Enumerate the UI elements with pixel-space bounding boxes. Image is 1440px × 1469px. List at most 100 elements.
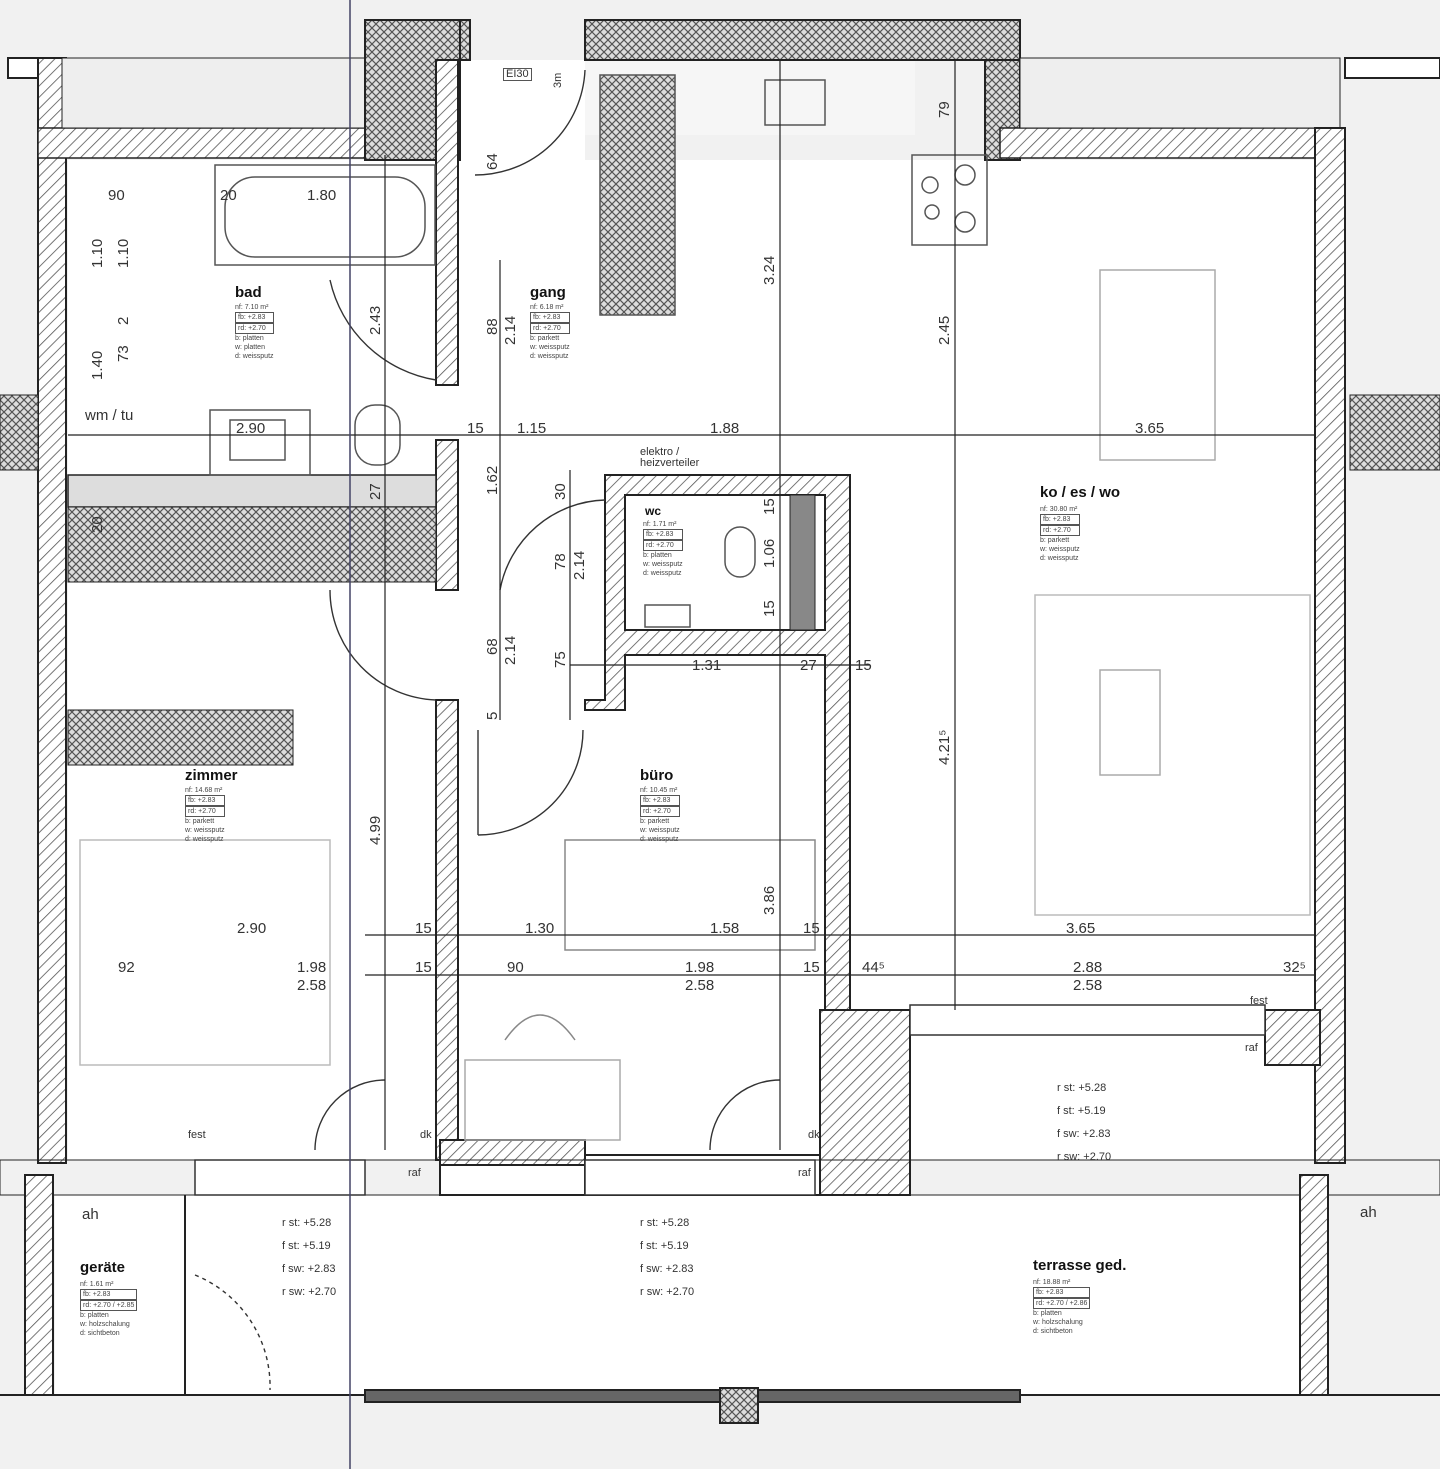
room-level: fb: +2.83 xyxy=(640,795,680,806)
dimension: 1.06 xyxy=(761,538,778,568)
room-area: nf: 14.68 m² xyxy=(185,787,223,794)
room-name-bad: bad xyxy=(235,284,262,301)
room-ceiling: d: weissputz xyxy=(185,836,224,843)
dimension: 44⁵ xyxy=(862,959,885,976)
room-wall: w: weissputz xyxy=(530,344,570,351)
room-level: rd: +2.70 xyxy=(530,323,570,334)
raf-label: raf xyxy=(408,1167,421,1179)
room-ceiling: d: sichtbeton xyxy=(80,1330,120,1337)
room-area: nf: 1.61 m² xyxy=(80,1281,114,1288)
dimension: 1.62 xyxy=(484,465,501,495)
terrace-floor xyxy=(185,1195,1300,1395)
room-level: rd: +2.70 xyxy=(235,323,274,334)
room-floor: b: platten xyxy=(1033,1310,1062,1317)
walls xyxy=(0,19,1440,1424)
dimension: 1.10 xyxy=(115,238,132,268)
level-r-st: r st: +5.28 xyxy=(640,1217,690,1229)
dimension: 2.88 xyxy=(1073,959,1103,976)
dimension: 32⁵ xyxy=(1283,959,1306,976)
dimension: 2.45 xyxy=(936,315,953,345)
room-ceiling: d: weissputz xyxy=(643,570,682,577)
dimension: 1.98 xyxy=(685,959,715,976)
ah-label: ah xyxy=(82,1206,99,1223)
room-name-wc: wc xyxy=(645,504,662,518)
dimension: 90 xyxy=(507,959,524,976)
dimension: 2.14 xyxy=(502,315,519,345)
room-area: nf: 18.88 m² xyxy=(1033,1279,1071,1286)
room-wall: w: weissputz xyxy=(185,827,225,834)
raf-label: raf xyxy=(1245,1042,1258,1054)
room-level: fb: +2.83 xyxy=(530,312,570,323)
dimension: 4.21⁵ xyxy=(936,729,953,765)
room-level: fb: +2.83 xyxy=(80,1289,138,1300)
dimension: 2.90 xyxy=(237,920,267,937)
dimension: 15 xyxy=(803,920,820,937)
dimension: 1.10 xyxy=(89,238,106,268)
dimension: 15 xyxy=(855,657,872,674)
room-wall: w: weissputz xyxy=(1040,546,1080,553)
level-f-sw: f sw: +2.83 xyxy=(1057,1128,1111,1140)
level-f-st: f st: +5.19 xyxy=(1057,1105,1106,1117)
room-level: fb: +2.83 xyxy=(235,312,274,323)
room-level: rd: +2.70 xyxy=(185,806,225,817)
room-level: rd: +2.70 / +2.85 xyxy=(80,1300,138,1311)
furniture xyxy=(79,74,1311,1141)
dimension: 2 xyxy=(115,316,132,325)
level-r-sw: r sw: +2.70 xyxy=(1057,1151,1112,1163)
room-floor: b: parkett xyxy=(530,335,560,342)
room-wall: w: holzschalung xyxy=(1033,1319,1083,1326)
mark-3m: 3m xyxy=(552,72,564,88)
dimension: 1.80 xyxy=(307,187,337,204)
room-ceiling: d: sichtbeton xyxy=(1033,1328,1073,1335)
level-r-sw: r sw: +2.70 xyxy=(282,1286,337,1298)
room-ceiling: d: weissputz xyxy=(1040,555,1079,562)
dimension: 5 xyxy=(484,711,501,720)
room-name-zimmer: zimmer xyxy=(185,767,238,784)
dimension: 15 xyxy=(761,498,778,515)
level-f-st: f st: +5.19 xyxy=(640,1240,689,1252)
room-level: rd: +2.70 xyxy=(643,540,683,551)
room-floor: b: parkett xyxy=(1040,537,1070,544)
room-area: nf: 10.45 m² xyxy=(640,787,678,794)
room-wall: w: weissputz xyxy=(643,561,683,568)
room-name-wmtu: wm / tu xyxy=(85,407,134,424)
dimension-lines xyxy=(68,0,1315,1469)
dimension: 15 xyxy=(803,959,820,976)
room-floor: b: parkett xyxy=(640,818,670,825)
dimension: 90 xyxy=(108,187,125,204)
dimension: 1.98 xyxy=(297,959,327,976)
room-ceiling: d: weissputz xyxy=(235,353,274,360)
room-wall: w: holzschalung xyxy=(80,1321,130,1328)
dimension: 79 xyxy=(936,101,953,118)
dimension: 2.14 xyxy=(502,635,519,665)
dimension: 15 xyxy=(415,959,432,976)
room-name-buero: büro xyxy=(640,767,674,784)
room-wall: w: weissputz xyxy=(640,827,680,834)
dimension: 1.88 xyxy=(710,420,740,437)
dimension: 3.24 xyxy=(761,255,778,285)
elektro-label: elektro /heizverteiler xyxy=(640,447,699,469)
level-r-sw: r sw: +2.70 xyxy=(640,1286,695,1298)
raf-label: raf xyxy=(798,1167,811,1179)
dimension: 2.14 xyxy=(571,550,588,580)
room-floor: b: platten xyxy=(80,1312,109,1319)
room-level: fb: +2.83 xyxy=(185,795,225,806)
dimension: 1.40 xyxy=(89,350,106,380)
dimension: 68 xyxy=(484,638,501,655)
level-f-sw: f sw: +2.83 xyxy=(640,1263,694,1275)
elektro-line2: heizverteiler xyxy=(640,457,700,469)
level-f-st: f st: +5.19 xyxy=(282,1240,331,1252)
door-swings xyxy=(194,69,781,1391)
interior-floor xyxy=(68,160,1318,1160)
elektro-line1: elektro / xyxy=(640,446,680,458)
dimension: 2.58 xyxy=(297,977,327,994)
